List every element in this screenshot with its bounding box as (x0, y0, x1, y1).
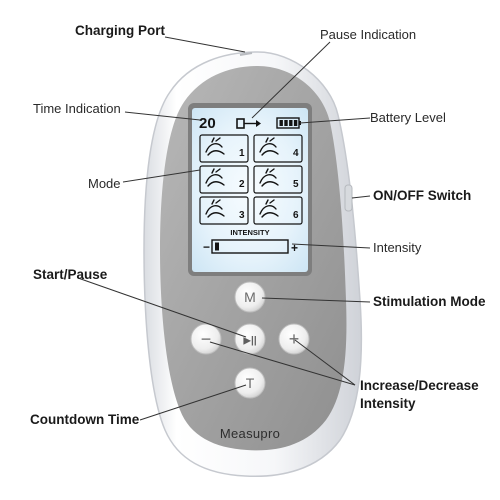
leader-countdown-time (139, 384, 247, 421)
intensity-segment (215, 242, 219, 251)
timer-button[interactable]: T (234, 367, 266, 399)
label-stimulation-mode: Stimulation Mode (373, 294, 486, 309)
leader-pause-indication (251, 41, 331, 119)
massage-pictogram-icon (259, 168, 279, 187)
leader-stimulation-mode (261, 297, 371, 303)
charging-port (239, 52, 253, 56)
lcd-intensity-minus: − (203, 240, 210, 254)
massage-pictogram-icon (205, 168, 225, 187)
massage-pictogram-icon (259, 199, 279, 218)
label-time-indication: Time Indication (33, 101, 121, 116)
label-countdown-time: Countdown Time (30, 412, 140, 427)
battery-bar (279, 120, 283, 126)
lcd-mode-cell-3: 3 (199, 196, 249, 225)
massage-pictogram-icon (205, 199, 225, 218)
lcd-mode-cell-4: 4 (253, 134, 303, 163)
lcd-mode-number: 1 (239, 148, 245, 159)
leader-mode (122, 169, 201, 183)
leader-on-off-switch (351, 195, 371, 199)
on-off-switch[interactable] (344, 184, 353, 212)
lcd-pause-indicator (236, 118, 261, 129)
label-start-pause: Start/Pause (33, 267, 108, 282)
leader-increase-decrease-1 (294, 339, 356, 386)
lcd-mode-number: 4 (293, 148, 299, 159)
leader-lines (77, 36, 371, 421)
lcd-mode-number: 3 (239, 210, 245, 221)
lcd-intensity-bar (211, 239, 289, 254)
leader-charging-port (164, 36, 246, 53)
minus-button[interactable]: − (190, 323, 222, 355)
plus-button[interactable]: + (278, 323, 310, 355)
label-increase-decrease-line1: Increase/Decrease (360, 378, 479, 393)
svg-text:▶||: ▶|| (243, 336, 256, 347)
label-mode: Mode (88, 176, 121, 191)
label-battery-level: Battery Level (370, 110, 446, 125)
lcd-mode-number: 5 (293, 179, 299, 190)
lcd-screen (192, 108, 308, 272)
leader-time-indication (124, 111, 201, 121)
lcd-mode-cell-5: 5 (253, 165, 303, 194)
brand-logo: Measupro (220, 426, 280, 441)
battery-bar (289, 120, 293, 126)
lcd-intensity-level (215, 242, 219, 251)
lcd-time-value: 20 (199, 115, 216, 132)
svg-text:M: M (244, 289, 256, 305)
play-pause-button[interactable]: ▶|| (234, 323, 266, 355)
lcd-mode-number: 6 (293, 210, 299, 221)
lcd-mode-cell-6: 6 (253, 196, 303, 225)
label-on-off-switch: ON/OFF Switch (373, 188, 472, 203)
massage-pictogram-icon (259, 137, 279, 156)
lcd-mode-cell-2: 2 (199, 165, 249, 194)
mode-button[interactable]: M (234, 281, 266, 313)
massage-pictogram-icon (205, 137, 225, 156)
leader-battery-level (299, 117, 371, 124)
label-charging-port: Charging Port (75, 23, 165, 38)
battery-bar (284, 120, 288, 126)
battery-bar (293, 120, 298, 126)
lcd-mode-grid: 1 4 2 5 3 6 (199, 134, 303, 225)
lcd-mode-number: 2 (239, 179, 245, 190)
leader-increase-decrease-2 (209, 341, 356, 386)
label-intensity: Intensity (373, 240, 422, 255)
leader-intensity (291, 243, 371, 249)
lcd-intensity-label: INTENSITY (230, 228, 269, 237)
label-increase-decrease-line2: Intensity (360, 396, 416, 411)
label-pause-indication: Pause Indication (320, 27, 417, 42)
svg-text:+: + (289, 329, 300, 349)
lcd-intensity-plus: + (291, 241, 298, 255)
svg-text:T: T (246, 375, 255, 391)
svg-text:−: − (201, 329, 212, 349)
lcd-mode-cell-1: 1 (199, 134, 249, 163)
leader-start-pause (77, 277, 247, 338)
